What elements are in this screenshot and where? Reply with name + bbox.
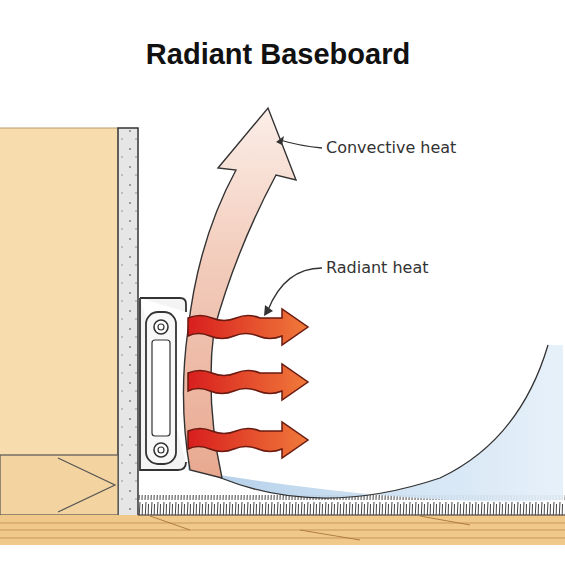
cool-air [188,345,563,501]
radiant-arrow [188,422,308,458]
bottom-plate [0,455,118,515]
radiant-arrow [188,309,308,345]
drywall [118,128,138,516]
leader-line [268,268,322,310]
callout-label: Radiant heat [326,258,429,277]
radiant-arrow [188,364,308,400]
baseboard-element [146,312,176,464]
diagram-title: Radiant Baseboard [146,38,410,71]
wall [0,128,118,455]
callout-label: Convective heat [326,138,456,157]
leader-line [280,140,322,148]
floor [0,515,565,545]
convective-arrow [183,108,296,478]
baseboard-cover [140,298,186,470]
